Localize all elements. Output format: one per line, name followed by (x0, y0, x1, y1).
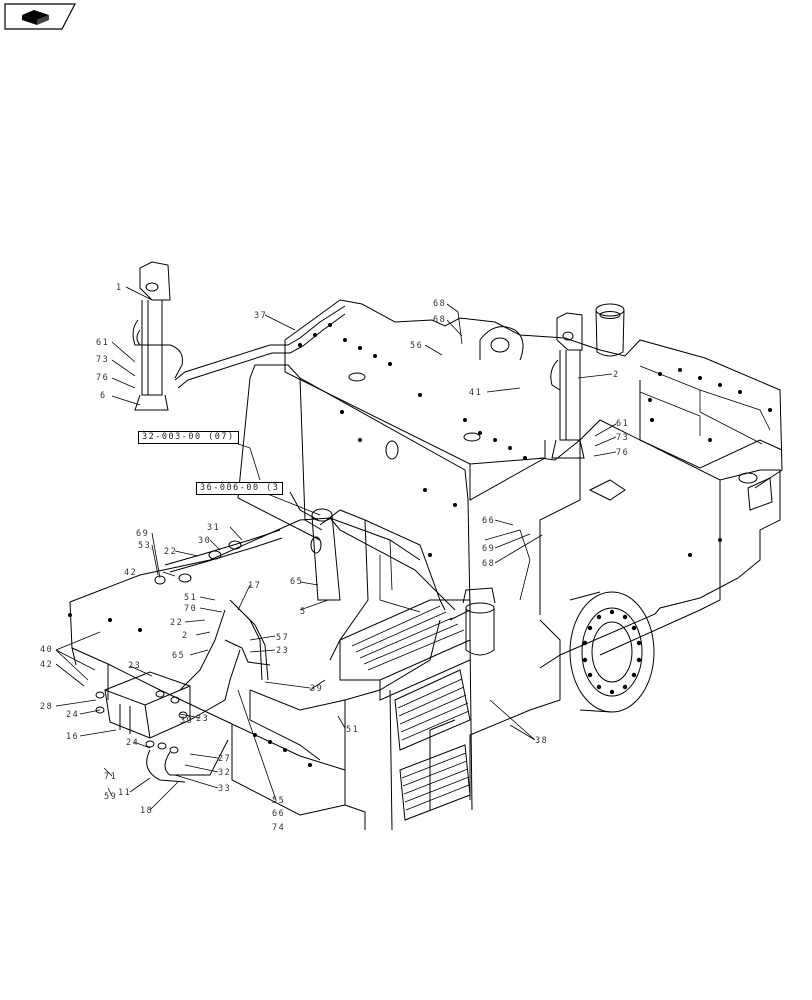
steering-column (310, 508, 341, 601)
left-cylinder (132, 261, 183, 411)
filter-canister (462, 587, 496, 656)
cross-reference-link[interactable]: 36-006-00 (3 (196, 482, 284, 495)
bracket-right (588, 472, 773, 511)
callout[interactable]: 55 (272, 796, 285, 806)
callout[interactable]: 69 (136, 529, 149, 539)
callout[interactable]: 71 (104, 772, 117, 782)
callout[interactable]: 69 (482, 544, 495, 554)
hose-bundle (154, 529, 283, 681)
next-page-tab[interactable] (4, 3, 76, 30)
callout[interactable]: 6 (100, 391, 107, 401)
callout[interactable]: 66 (272, 809, 285, 819)
callout[interactable]: 17 (248, 581, 261, 591)
callout[interactable]: 74 (272, 823, 285, 833)
callout[interactable]: 51 (346, 725, 359, 735)
right-cylinder (550, 312, 585, 459)
callout[interactable]: 70 (184, 604, 197, 614)
callout[interactable]: 1 (116, 283, 123, 293)
callout[interactable]: 61 (616, 419, 629, 429)
exhaust-stack (595, 303, 625, 357)
callout[interactable]: 53 (138, 541, 151, 551)
callout[interactable]: 73 (616, 433, 629, 443)
frame-port (463, 432, 481, 442)
callout[interactable]: 73 (96, 355, 109, 365)
callout[interactable]: 16 (66, 732, 79, 742)
callout[interactable]: 38 (535, 736, 548, 746)
callout[interactable]: 42 (40, 660, 53, 670)
callout[interactable]: 11 (118, 788, 131, 798)
callout[interactable]: 66 (482, 516, 495, 526)
callout[interactable]: 5 (300, 607, 307, 617)
callout[interactable]: 31 (207, 523, 220, 533)
callout[interactable]: 37 (254, 311, 267, 321)
callout[interactable]: 32 (218, 768, 231, 778)
cross-reference-link[interactable]: 32-003-00 (07) (138, 431, 239, 444)
callout[interactable]: 68 (433, 299, 446, 309)
lifting-eye (479, 326, 524, 361)
callout[interactable]: 61 (96, 338, 109, 348)
callout[interactable]: 2 (182, 631, 189, 641)
callout[interactable]: 51 (184, 593, 197, 603)
callout[interactable]: 24 (66, 710, 79, 720)
callout[interactable]: 76 (96, 373, 109, 383)
callout[interactable]: 27 (218, 754, 231, 764)
machine-frame (69, 299, 783, 830)
callout[interactable]: 65 (172, 651, 185, 661)
callout[interactable]: 76 (616, 448, 629, 458)
callout[interactable]: 22 (170, 618, 183, 628)
step-ladder (339, 599, 473, 831)
frame-port (385, 440, 399, 460)
valve-bank (95, 609, 241, 783)
callout[interactable]: 30 (198, 536, 211, 546)
callout[interactable]: 42 (124, 568, 137, 578)
wheel-hub (569, 591, 655, 713)
callout[interactable]: 59 (104, 792, 117, 802)
callout[interactable]: 23 (196, 714, 209, 724)
frame-port (348, 372, 366, 382)
callout[interactable]: 22 (164, 547, 177, 557)
callout[interactable]: 23 (128, 661, 141, 671)
callout[interactable]: 68 (433, 315, 446, 325)
callout[interactable]: 68 (482, 559, 495, 569)
callout[interactable]: 65 (290, 577, 303, 587)
callout[interactable]: 41 (469, 388, 482, 398)
hydraulic-tube (174, 305, 346, 389)
callout[interactable]: 56 (410, 341, 423, 351)
callout-labels: 1 37 68 68 56 61 73 76 6 41 2 61 73 76 6… (40, 283, 629, 833)
callout[interactable]: 23 (276, 646, 289, 656)
callout[interactable]: 2 (613, 370, 620, 380)
callout[interactable]: 57 (276, 633, 289, 643)
callout[interactable]: 18 (140, 806, 153, 816)
leader-lines (55, 286, 617, 811)
frame-holes (68, 323, 772, 767)
callout[interactable]: 39 (180, 716, 193, 726)
callout[interactable]: 24 (126, 738, 139, 748)
callout[interactable]: 33 (218, 784, 231, 794)
callout[interactable]: 28 (40, 702, 53, 712)
callout[interactable]: 39 (310, 684, 323, 694)
callout[interactable]: 40 (40, 645, 53, 655)
arrow-right-icon (22, 10, 49, 25)
